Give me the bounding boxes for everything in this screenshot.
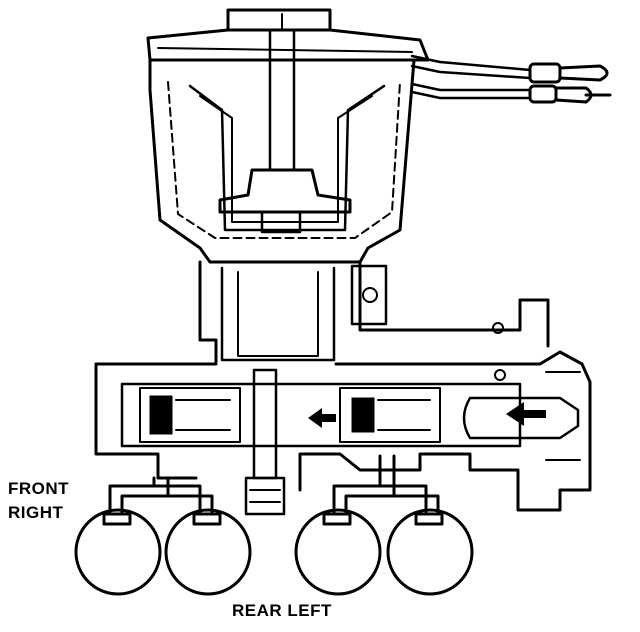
wheel-rear-right [294,508,382,596]
label-rear-left: REAR LEFT [232,601,332,620]
reservoir-neck [198,260,550,381]
wheel-front-left [164,508,252,596]
wheel-circles [74,508,474,596]
fluid-reservoir [146,8,532,264]
brake-lines [108,454,440,522]
electrical-connector-icon [528,62,612,104]
label-front-line2: RIGHT [8,503,64,522]
label-front-line1: FRONT [8,479,70,498]
wheel-front-right [74,508,162,596]
master-cylinder-body [94,350,592,516]
arrow-left-icon [308,402,546,428]
wheel-rear-left [386,508,474,596]
